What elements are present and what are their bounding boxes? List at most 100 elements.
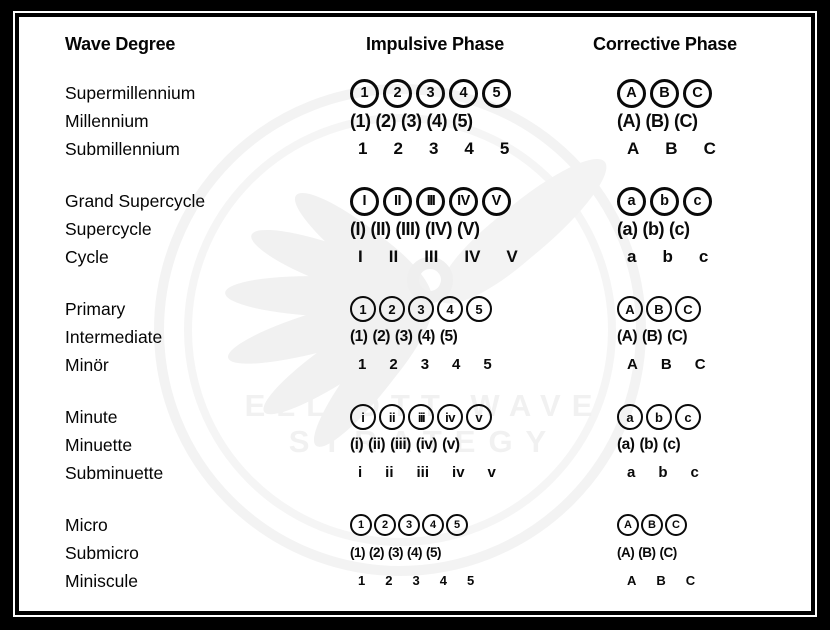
paren-label: (2) xyxy=(369,545,385,560)
wave-degree-label: Primary xyxy=(65,298,126,319)
plain-label: 1 xyxy=(358,573,366,588)
paren-label: (4) xyxy=(417,328,435,345)
circled-label-icon: i xyxy=(350,404,376,430)
paren-label: (3) xyxy=(394,328,413,345)
circled-label-icon: 2 xyxy=(383,79,412,108)
paren-label: (IV) xyxy=(425,218,453,239)
paren-label: (A) xyxy=(617,110,641,131)
plain-label: b xyxy=(662,247,673,266)
plain-label: A xyxy=(627,139,640,158)
table-header-row: Wave Degree Impulsive Phase Corrective P… xyxy=(19,17,811,71)
circled-label-icon: B xyxy=(641,514,663,536)
wave-degree-label: Millennium xyxy=(65,110,149,131)
plain-label: iv xyxy=(452,464,465,481)
plain-label: I xyxy=(358,247,363,266)
circled-label-icon: a xyxy=(617,187,646,216)
circled-label-icon: ii xyxy=(379,404,405,430)
notation-paren: (A)(B)(C) xyxy=(617,328,688,346)
corrective-notation-cell: (a)(b)(c) xyxy=(551,219,779,240)
wave-degree-label: Supercycle xyxy=(65,218,152,239)
circled-label-icon: c xyxy=(683,187,712,216)
wave-degree-label: Micro xyxy=(65,514,108,535)
circled-label-icon: 2 xyxy=(374,514,396,536)
paren-label: (i) xyxy=(350,436,364,453)
notation-paren: (I)(II)(III)(IV)(V) xyxy=(350,219,480,240)
circled-label-icon: 3 xyxy=(416,79,445,108)
plain-label: 3 xyxy=(420,356,430,373)
wave-degree-label: Supermillennium xyxy=(65,83,196,103)
notation-paren: (a)(b)(c) xyxy=(617,436,681,454)
paren-label: (B) xyxy=(645,110,670,131)
table-row: Minuette(i)(ii)(iii)(iv)(v)(a)(b)(c) xyxy=(19,431,811,459)
paren-label: (C) xyxy=(667,328,688,345)
circled-label-icon: c xyxy=(675,404,701,430)
notation-paren: (A)(B)(C) xyxy=(617,111,698,132)
wave-degree-label: Intermediate xyxy=(65,326,163,347)
plain-label: A xyxy=(627,573,637,588)
wave-degree-label: Submicro xyxy=(65,542,139,563)
circled-label-icon: C xyxy=(675,296,701,322)
header-impulsive-phase: Impulsive Phase xyxy=(365,33,505,54)
plain-label: v xyxy=(487,464,496,481)
plain-label: ii xyxy=(385,464,394,481)
wave-degree-label: Subminuette xyxy=(65,462,164,483)
paren-label: (5) xyxy=(426,545,442,560)
circled-label-icon: a xyxy=(617,404,643,430)
circled-label-icon: 3 xyxy=(408,296,434,322)
plain-label: II xyxy=(388,247,399,266)
paren-label: (II) xyxy=(370,218,392,239)
plain-label: 4 xyxy=(464,139,474,158)
header-wave-degree: Wave Degree xyxy=(65,33,176,54)
paren-label: (2) xyxy=(372,328,390,345)
paren-label: (5) xyxy=(439,328,458,345)
paren-label: (C) xyxy=(674,110,698,131)
plain-label: B xyxy=(665,139,678,158)
table-row: Supercycle (I)(II)(III)(IV)(V) (a)(b)(c) xyxy=(19,215,811,243)
circled-label-icon: 4 xyxy=(422,514,444,536)
circled-label-icon: b xyxy=(650,187,679,216)
circled-label-icon: 4 xyxy=(437,296,463,322)
notation-paren: (A)(B)(C) xyxy=(617,545,677,560)
wave-degree-table: Wave Degree Impulsive Phase Corrective P… xyxy=(19,17,811,595)
circled-label-icon: b xyxy=(646,404,672,430)
plain-label: B xyxy=(656,573,666,588)
paren-label: (4) xyxy=(407,545,423,560)
paren-label: (A) xyxy=(617,328,638,345)
circled-label-icon: 4 xyxy=(449,79,478,108)
paren-label: (1) xyxy=(350,545,366,560)
plain-label: 4 xyxy=(452,356,461,373)
paren-label: (a) xyxy=(617,218,638,239)
paren-label: (V) xyxy=(457,218,480,239)
plain-label: c xyxy=(698,247,709,266)
plain-label: 3 xyxy=(428,139,439,158)
plain-label: A xyxy=(627,356,638,373)
paren-label: (C) xyxy=(659,545,678,560)
notation-paren: (i)(ii)(iii)(iv)(v) xyxy=(350,436,460,454)
plain-label: C xyxy=(694,356,706,373)
circled-label-icon: B xyxy=(646,296,672,322)
circled-label-icon: V xyxy=(482,187,511,216)
